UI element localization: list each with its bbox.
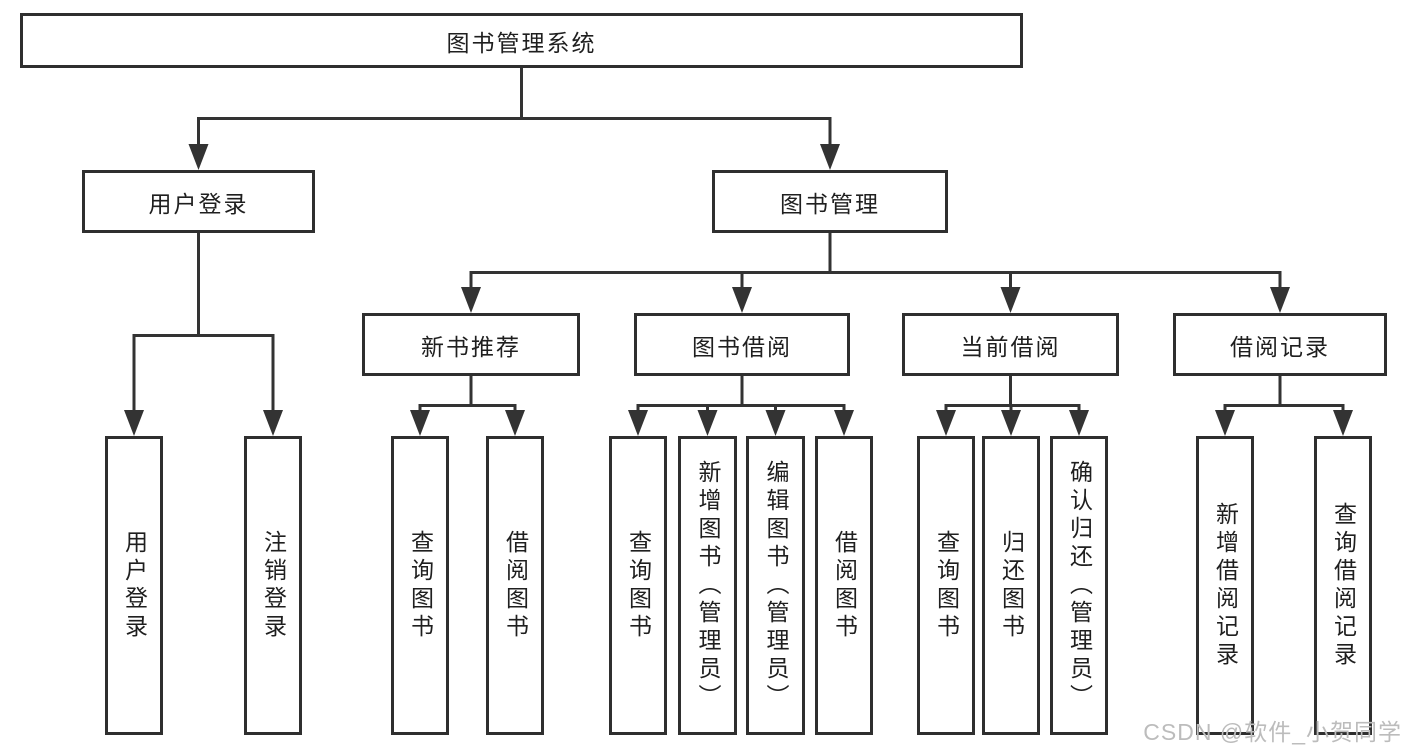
node-user-login-label: 用户登录	[148, 190, 249, 217]
leaf-borrow-books: 借阅图书	[815, 436, 873, 735]
leaf-query-books-recommend-label: 查询图书	[407, 529, 434, 642]
leaf-logout: 注销登录	[244, 436, 302, 735]
leaf-edit-books-admin-label: 编辑图书（管理员）	[763, 459, 789, 712]
leaf-confirm-return-admin: 确认归还（管理员）	[1050, 436, 1108, 735]
leaf-return-books-label: 归还图书	[998, 529, 1025, 642]
node-book-management: 图书管理	[712, 170, 948, 233]
node-new-book-recommendation-label: 新书推荐	[421, 333, 521, 360]
leaf-borrow-books-recommend-label: 借阅图书	[502, 529, 529, 642]
node-book-management-system-label: 图书管理系统	[446, 29, 597, 56]
leaf-borrow-books-label: 借阅图书	[831, 529, 858, 642]
leaf-query-borrow-record: 查询借阅记录	[1314, 436, 1372, 735]
leaf-add-borrow-record: 新增借阅记录	[1196, 436, 1254, 735]
leaf-query-books-borrow-label: 查询图书	[625, 529, 652, 642]
csdn-watermark: CSDN @软件_小贺同学	[1143, 719, 1402, 745]
node-user-login: 用户登录	[82, 170, 315, 233]
node-book-management-label: 图书管理	[780, 190, 880, 217]
leaf-add-books-admin-label: 新增图书（管理员）	[695, 459, 721, 712]
leaf-borrow-books-recommend: 借阅图书	[486, 436, 544, 735]
node-new-book-recommendation: 新书推荐	[362, 313, 580, 376]
leaf-logout-label: 注销登录	[260, 529, 287, 642]
leaf-query-books-borrow: 查询图书	[609, 436, 667, 735]
node-book-borrowing: 图书借阅	[634, 313, 850, 376]
leaf-query-books-recommend: 查询图书	[391, 436, 449, 735]
node-book-borrowing-label: 图书借阅	[692, 333, 792, 360]
node-current-borrowing-label: 当前借阅	[960, 333, 1061, 360]
leaf-query-books-current-label: 查询图书	[933, 529, 960, 642]
node-borrowing-records-label: 借阅记录	[1230, 333, 1330, 360]
leaf-add-books-admin: 新增图书（管理员）	[678, 436, 737, 735]
leaf-confirm-return-admin-label: 确认归还（管理员）	[1066, 459, 1093, 712]
leaf-add-borrow-record-label: 新增借阅记录	[1212, 501, 1239, 670]
node-borrowing-records: 借阅记录	[1173, 313, 1387, 376]
arrowhead-icons	[124, 144, 1353, 436]
leaf-query-books-current: 查询图书	[917, 436, 975, 735]
node-current-borrowing: 当前借阅	[902, 313, 1119, 376]
leaf-return-books: 归还图书	[982, 436, 1040, 735]
leaf-edit-books-admin: 编辑图书（管理员）	[746, 436, 805, 735]
node-book-management-system: 图书管理系统	[20, 13, 1023, 68]
leaf-query-borrow-record-label: 查询借阅记录	[1330, 501, 1357, 670]
leaf-user-login: 用户登录	[105, 436, 163, 735]
leaf-user-login-label: 用户登录	[121, 529, 148, 642]
